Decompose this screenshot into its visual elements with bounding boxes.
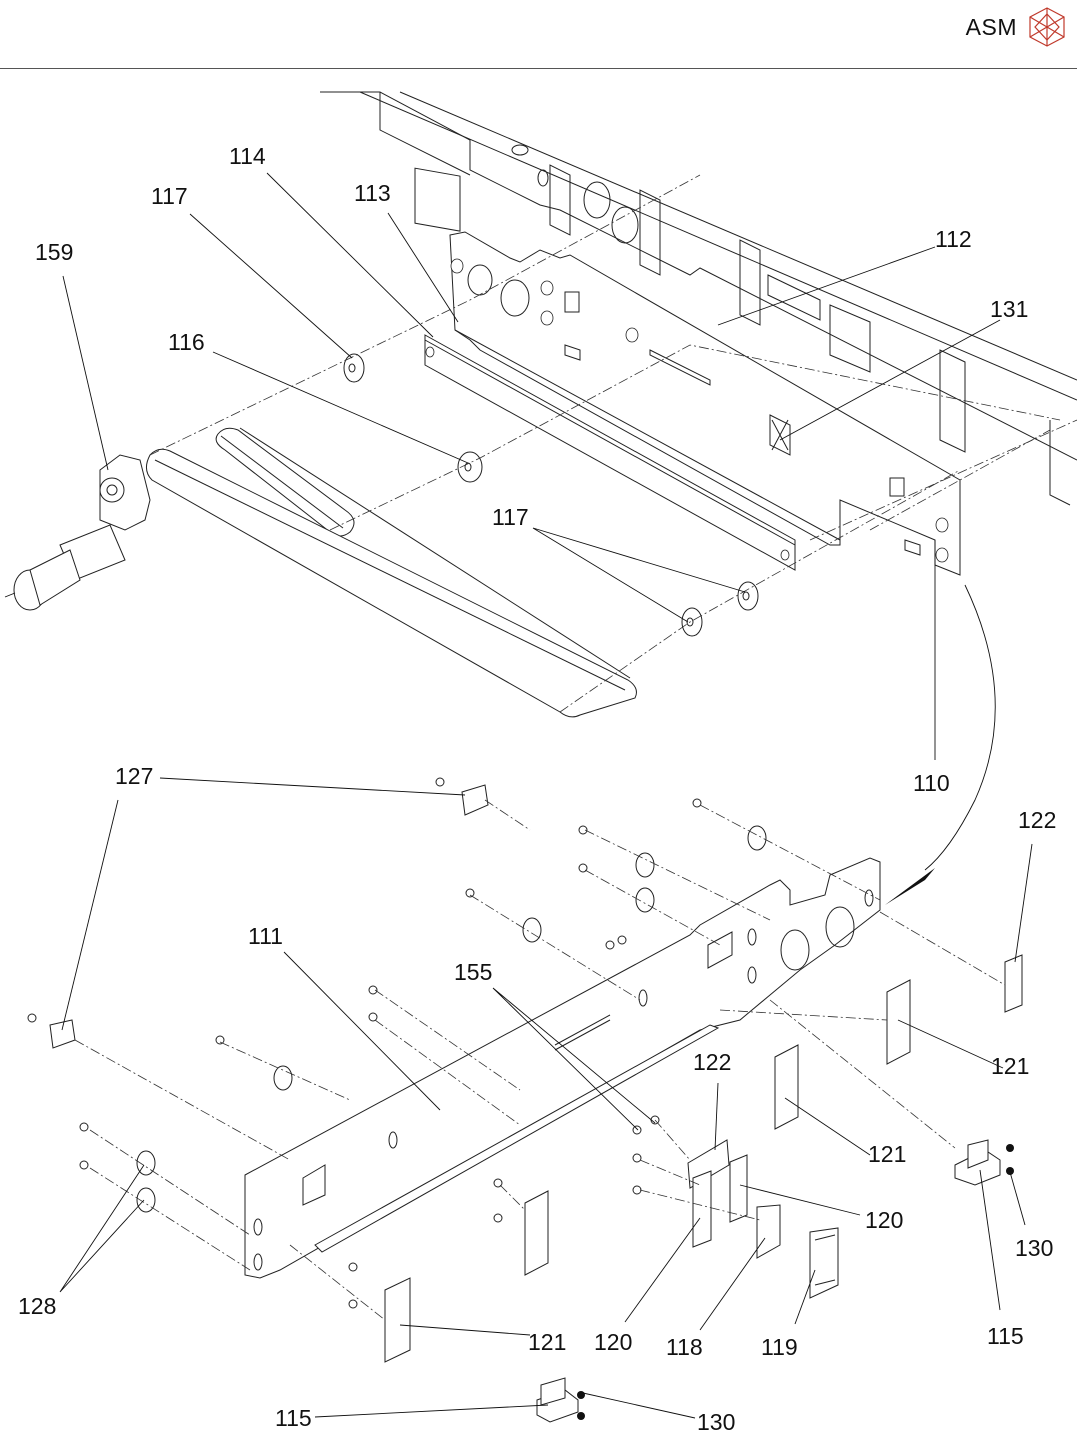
callout-115: 115 (275, 1405, 312, 1431)
callout-111: 111 (248, 923, 283, 949)
callout-120: 120 (594, 1329, 632, 1355)
callout-130: 130 (1015, 1235, 1053, 1261)
callout-128: 128 (18, 1293, 56, 1319)
callout-122: 122 (1018, 807, 1056, 833)
callout-122: 122 (693, 1049, 731, 1075)
callout-121: 121 (528, 1329, 566, 1355)
callout-121: 121 (868, 1141, 906, 1167)
callout-117: 117 (492, 504, 529, 530)
callout-113: 113 (354, 180, 391, 206)
callout-127: 127 (115, 763, 153, 789)
callout-116: 116 (168, 329, 205, 355)
callout-110: 110 (913, 770, 950, 796)
bracket-127 (28, 778, 488, 1048)
callout-130: 130 (697, 1409, 735, 1435)
callout-120: 120 (865, 1207, 903, 1233)
callout-117: 117 (151, 183, 188, 209)
callout-119: 119 (761, 1334, 798, 1360)
callout-121: 121 (991, 1053, 1029, 1079)
callout-159: 159 (35, 239, 73, 265)
motor-159 (5, 455, 150, 610)
callout-114: 114 (229, 143, 266, 169)
detail-arrow (885, 585, 995, 905)
belt-long (146, 428, 636, 717)
callout-115: 115 (987, 1323, 1024, 1349)
block-115 (537, 1140, 1014, 1422)
callout-118: 118 (666, 1334, 703, 1360)
callout-131: 131 (990, 296, 1028, 322)
callout-155: 155 (454, 959, 492, 985)
callout-112: 112 (935, 226, 972, 252)
